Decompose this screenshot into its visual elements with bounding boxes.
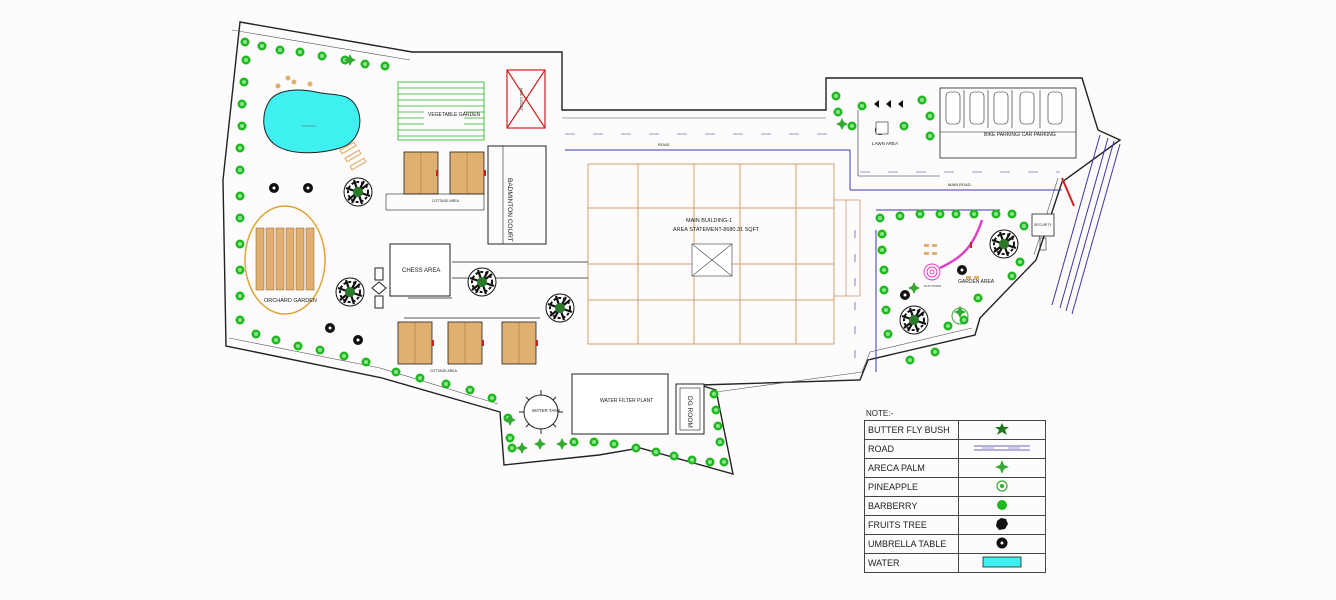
legend-row: ARECA PALM — [864, 458, 1046, 478]
legend-label: WATER — [864, 553, 959, 573]
hva-court-label: HVA COURT — [519, 88, 524, 112]
pineapple-ring — [951, 307, 969, 325]
dg-room — [675, 383, 705, 435]
legend-row: BUTTER FLY BUSH — [864, 420, 1046, 440]
water-filter-plant-label: WATER FILTER PLANT — [600, 398, 653, 404]
main-building-annex — [833, 199, 861, 297]
butterfly-bush-icon — [995, 423, 1009, 435]
chess-benches — [371, 267, 387, 309]
water-icon — [982, 556, 1022, 568]
water-tank — [519, 390, 563, 434]
areca-palm-icon — [995, 460, 1009, 474]
main-road-label: MAIN ROAD — [948, 182, 971, 187]
main-building-label: MAIN BUILDING-1 — [686, 218, 732, 224]
legend-row: WATER — [864, 553, 1046, 573]
lawn-area-label: LAWN AREA — [872, 141, 898, 146]
security-cabin — [1031, 213, 1055, 237]
orchard-garden-beds — [255, 227, 315, 291]
legend-row: BARBERRY — [864, 496, 1046, 516]
cottages-top — [403, 151, 485, 195]
lawn-area — [857, 110, 940, 177]
play-point — [923, 219, 984, 281]
main-building — [587, 163, 835, 345]
cottage-area-bottom-label: COTTAGE AREA — [430, 369, 458, 373]
cottages-bottom — [397, 321, 537, 365]
road-lines — [565, 133, 1075, 372]
legend-row: PINEAPPLE — [864, 477, 1046, 497]
legend-label: UMBRELLA TABLE — [864, 534, 959, 554]
parking-area — [939, 87, 1077, 159]
dg-room-label: DG ROOM — [686, 396, 693, 428]
legend-label: ARECA PALM — [864, 458, 959, 478]
legend: NOTE:- BUTTER FLY BUSH ROAD ARECA PALM P… — [864, 408, 1046, 573]
garden-benches — [924, 244, 979, 279]
umbrella-tables — [269, 125, 967, 345]
orchard-garden-boundary — [244, 205, 326, 315]
stair-core — [691, 243, 733, 277]
chess-area-label: CHESS AREA — [402, 268, 440, 274]
pool-steps — [339, 141, 367, 171]
vegetable-garden-label: VEGETABLE GARDEN — [428, 112, 481, 118]
chess-area — [389, 243, 451, 297]
road-icon — [974, 445, 1030, 451]
badminton-court-label: BADMINTON COURT — [506, 178, 513, 242]
legend-label: ROAD — [864, 439, 959, 459]
fruits-tree-icon — [996, 518, 1008, 530]
pool-deck-chairs — [275, 75, 313, 89]
cottage-area-top-label: COTTAGE AREA — [432, 199, 460, 203]
umbrella-table-icon — [996, 537, 1008, 549]
pineapple-icon — [996, 480, 1008, 492]
water-tank-label: WATER TANK — [532, 408, 561, 413]
legend-title: NOTE:- — [866, 409, 894, 418]
barberry-icon — [997, 500, 1007, 510]
legend-label: BUTTER FLY BUSH — [864, 420, 959, 440]
orchard-garden-label: ORCHARD GARDEN — [264, 298, 317, 304]
butterfly-bushes-lawn — [874, 100, 903, 108]
legend-row: UMBRELLA TABLE — [864, 534, 1046, 554]
legend-row: ROAD — [864, 439, 1046, 459]
legend-label: BARBERRY — [864, 496, 959, 516]
area-statement-label: AREA STATEMENT-8680.31 SQFT — [673, 227, 760, 233]
garden-area-label: GARDEN AREA — [958, 279, 995, 285]
site-boundary — [222, 21, 1122, 475]
legend-row: FRUITS TREE — [864, 515, 1046, 535]
play-point-label: PLAY POINT — [924, 284, 942, 288]
badminton-court — [487, 145, 547, 245]
vegetable-garden — [397, 81, 485, 141]
legend-table: BUTTER FLY BUSH ROAD ARECA PALM PINEAPPL… — [864, 420, 1046, 573]
security-label: SECURITY — [1034, 223, 1052, 227]
water-filter-plant — [571, 373, 669, 435]
legend-label: PINEAPPLE — [864, 477, 959, 497]
hva-court — [506, 69, 546, 129]
legend-label: FRUITS TREE — [864, 515, 959, 535]
highway-lines — [1051, 134, 1121, 315]
road-label: ROAD — [658, 142, 670, 147]
swimming-pool — [263, 89, 361, 154]
bike-car-parking-label: BIKE PARKING/ CAR PARKING — [984, 132, 1056, 138]
